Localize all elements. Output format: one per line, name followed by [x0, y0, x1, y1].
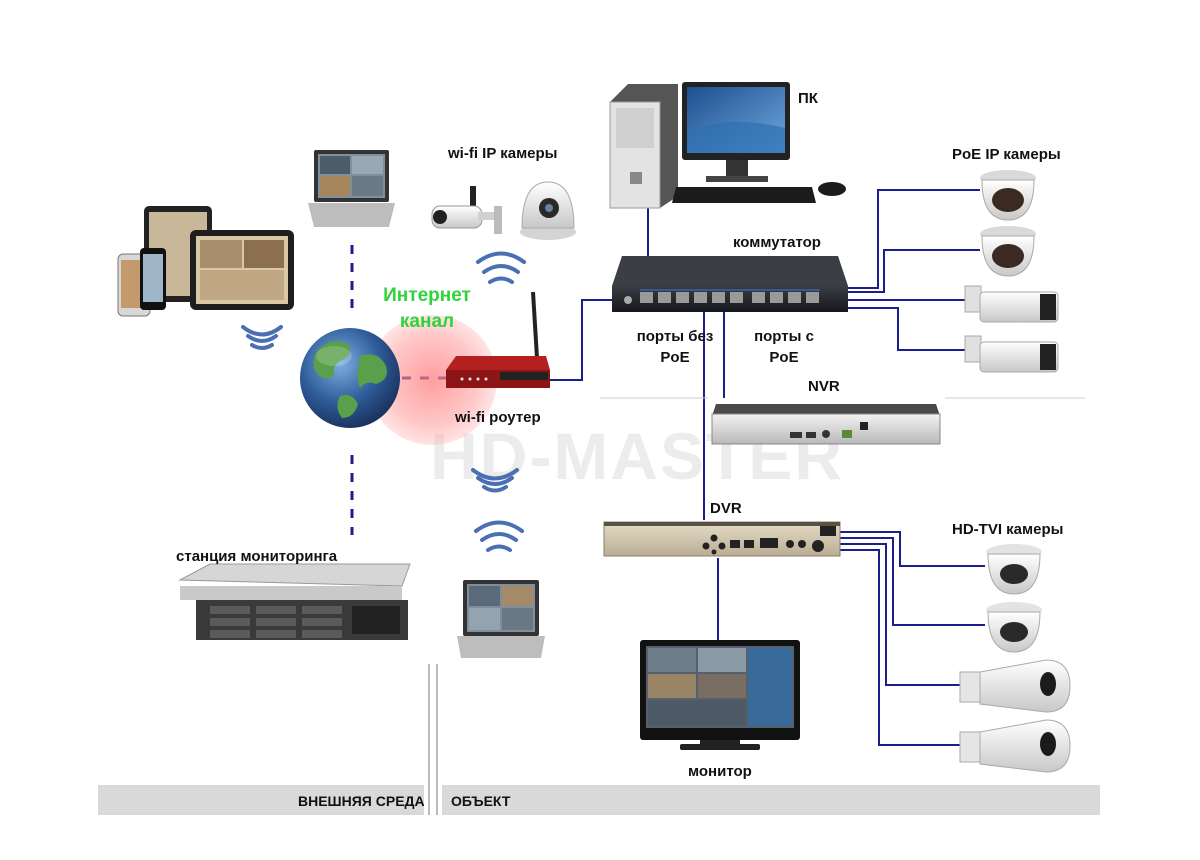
wire-tvi-cam-2 — [840, 537, 985, 626]
label-hdtvi-cameras: HD-TVI камеры — [952, 521, 1064, 538]
pc-icon — [609, 82, 846, 209]
footer-external-env — [98, 785, 424, 815]
nvr-icon — [711, 404, 941, 445]
wires — [550, 189, 985, 746]
dome-camera-icon-poe-2 — [980, 226, 1036, 277]
wifi-dome-camera-icon — [520, 181, 576, 240]
wire-poe-cam-4 — [848, 307, 965, 351]
label-monitor: монитор — [688, 763, 752, 780]
label-external-env: ВНЕШНЯЯ СРЕДА — [298, 793, 425, 809]
wifi-icon-cameras — [476, 251, 526, 284]
phone-icon — [117, 248, 166, 317]
dome-camera-icon-poe-1 — [980, 170, 1036, 221]
bullet-camera-icon-tvi-4 — [959, 719, 1071, 773]
dvr-icon — [603, 521, 841, 557]
footer-object — [442, 785, 1100, 815]
wire-poe-cam-1 — [848, 189, 980, 289]
switch-icon — [612, 256, 848, 312]
label-ports-with-poe: порты с PoE — [754, 328, 814, 366]
wifi-icon-laptop — [474, 520, 524, 552]
label-internet-channel: Интернет канал — [383, 285, 471, 332]
tablet-icon — [144, 206, 294, 310]
bullet-camera-icon-poe-4 — [964, 335, 1059, 373]
wire-tvi-cam-1 — [840, 531, 985, 567]
label-dvr: DVR — [710, 500, 742, 517]
wifi-symbols — [241, 251, 526, 552]
bullet-camera-icon-poe-3 — [964, 285, 1059, 323]
label-ports-without-poe: порты без PoE — [636, 328, 714, 366]
bullet-camera-icon-tvi-3 — [959, 659, 1071, 713]
label-object: ОБЪЕКТ — [451, 793, 511, 809]
wifi-icon-tablets — [241, 325, 283, 350]
laptop-icon-top — [308, 150, 395, 227]
label-monitoring-station: станция мониторинга — [176, 548, 338, 565]
label-poe-ip-cameras: PoE IP камеры — [952, 146, 1061, 163]
monitor-icon — [640, 640, 800, 750]
wire-tvi-cam-4 — [840, 549, 960, 746]
dome-camera-icon-tvi-2 — [986, 602, 1042, 653]
laptop-icon-bottom — [457, 580, 545, 658]
wifi-bullet-camera-icon — [431, 186, 502, 234]
dome-camera-icon-tvi-1 — [986, 544, 1042, 595]
router-icon — [446, 291, 550, 388]
globe-icon — [300, 328, 400, 428]
wire-router-switch — [550, 299, 613, 381]
wire-tvi-cam-3 — [840, 543, 960, 686]
wifi-icon-router — [471, 468, 519, 493]
label-pc: ПК — [798, 90, 818, 107]
label-nvr: NVR — [808, 378, 840, 395]
label-switch: коммутатор — [733, 234, 821, 251]
wire-poe-cam-2 — [848, 249, 980, 293]
server-icon — [178, 563, 411, 640]
label-wifi-ip-cameras: wi-fi IP камеры — [448, 145, 558, 162]
label-wifi-router: wi-fi роутер — [455, 409, 541, 426]
internet-channel-glow — [367, 315, 497, 445]
separators — [428, 397, 1085, 815]
